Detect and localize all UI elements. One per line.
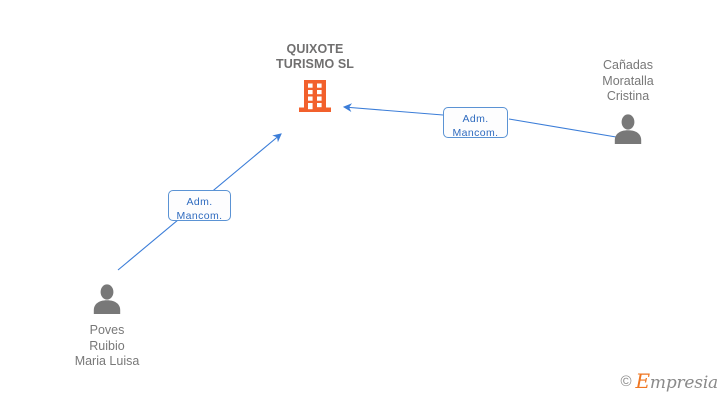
brand-rest: mpresia (649, 373, 718, 393)
brand-logo: Empresia (636, 371, 719, 392)
relation-label-right[interactable]: Adm. Mancom. (443, 107, 508, 139)
person-node-right[interactable]: Cañadas Moratalla Cristina (553, 58, 703, 144)
relation-label-left[interactable]: Adm. Mancom. (168, 190, 231, 222)
copyright-icon: © (620, 373, 632, 390)
person-icon (614, 113, 642, 144)
company-node[interactable]: QUIXOTE TURISMO SL (240, 42, 390, 114)
building-icon (299, 80, 331, 112)
person-icon (93, 284, 121, 314)
watermark: © Empresia (620, 371, 718, 392)
brand-initial: E (635, 369, 651, 393)
person-name: Cañadas Moratalla Cristina (602, 58, 654, 103)
person-node-left[interactable]: Poves Ruibio Maria Luisa (32, 284, 182, 370)
company-name: QUIXOTE TURISMO SL (275, 42, 355, 71)
person-name: Poves Ruibio Maria Luisa (74, 323, 140, 368)
